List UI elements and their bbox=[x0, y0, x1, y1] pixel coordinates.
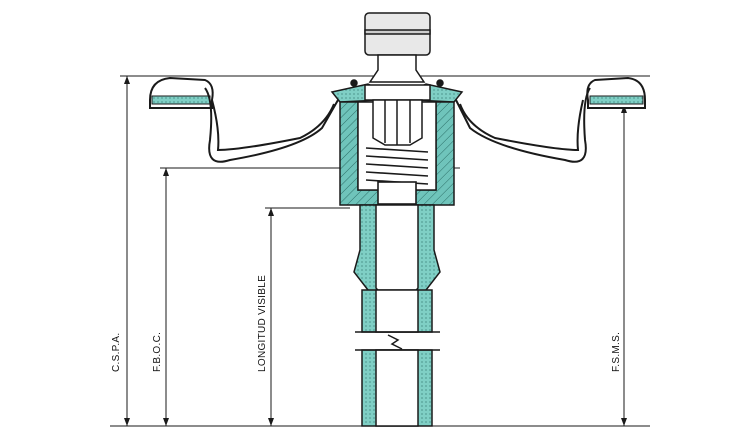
valve-spring bbox=[365, 147, 429, 205]
cspa-label: C.S.P.A. bbox=[111, 333, 122, 372]
rim-left-insert bbox=[151, 95, 211, 105]
valve-cap bbox=[364, 12, 431, 146]
dimension-lines bbox=[110, 75, 650, 427]
rim-right-insert bbox=[589, 95, 644, 105]
fboc-label: F.B.O.C. bbox=[152, 332, 163, 372]
stem-bore bbox=[375, 204, 419, 296]
dimension-arrows bbox=[124, 76, 627, 426]
longitud-label: LONGITUD VISIBLE bbox=[257, 275, 268, 372]
cap-collar bbox=[364, 84, 431, 101]
fsms-label: F.S.M.S. bbox=[611, 332, 622, 372]
rim bbox=[149, 76, 646, 109]
zigzag-break-icon bbox=[355, 331, 440, 351]
membrane-profile bbox=[204, 87, 591, 163]
cap-neck bbox=[368, 54, 426, 83]
valve-stem bbox=[353, 204, 441, 427]
